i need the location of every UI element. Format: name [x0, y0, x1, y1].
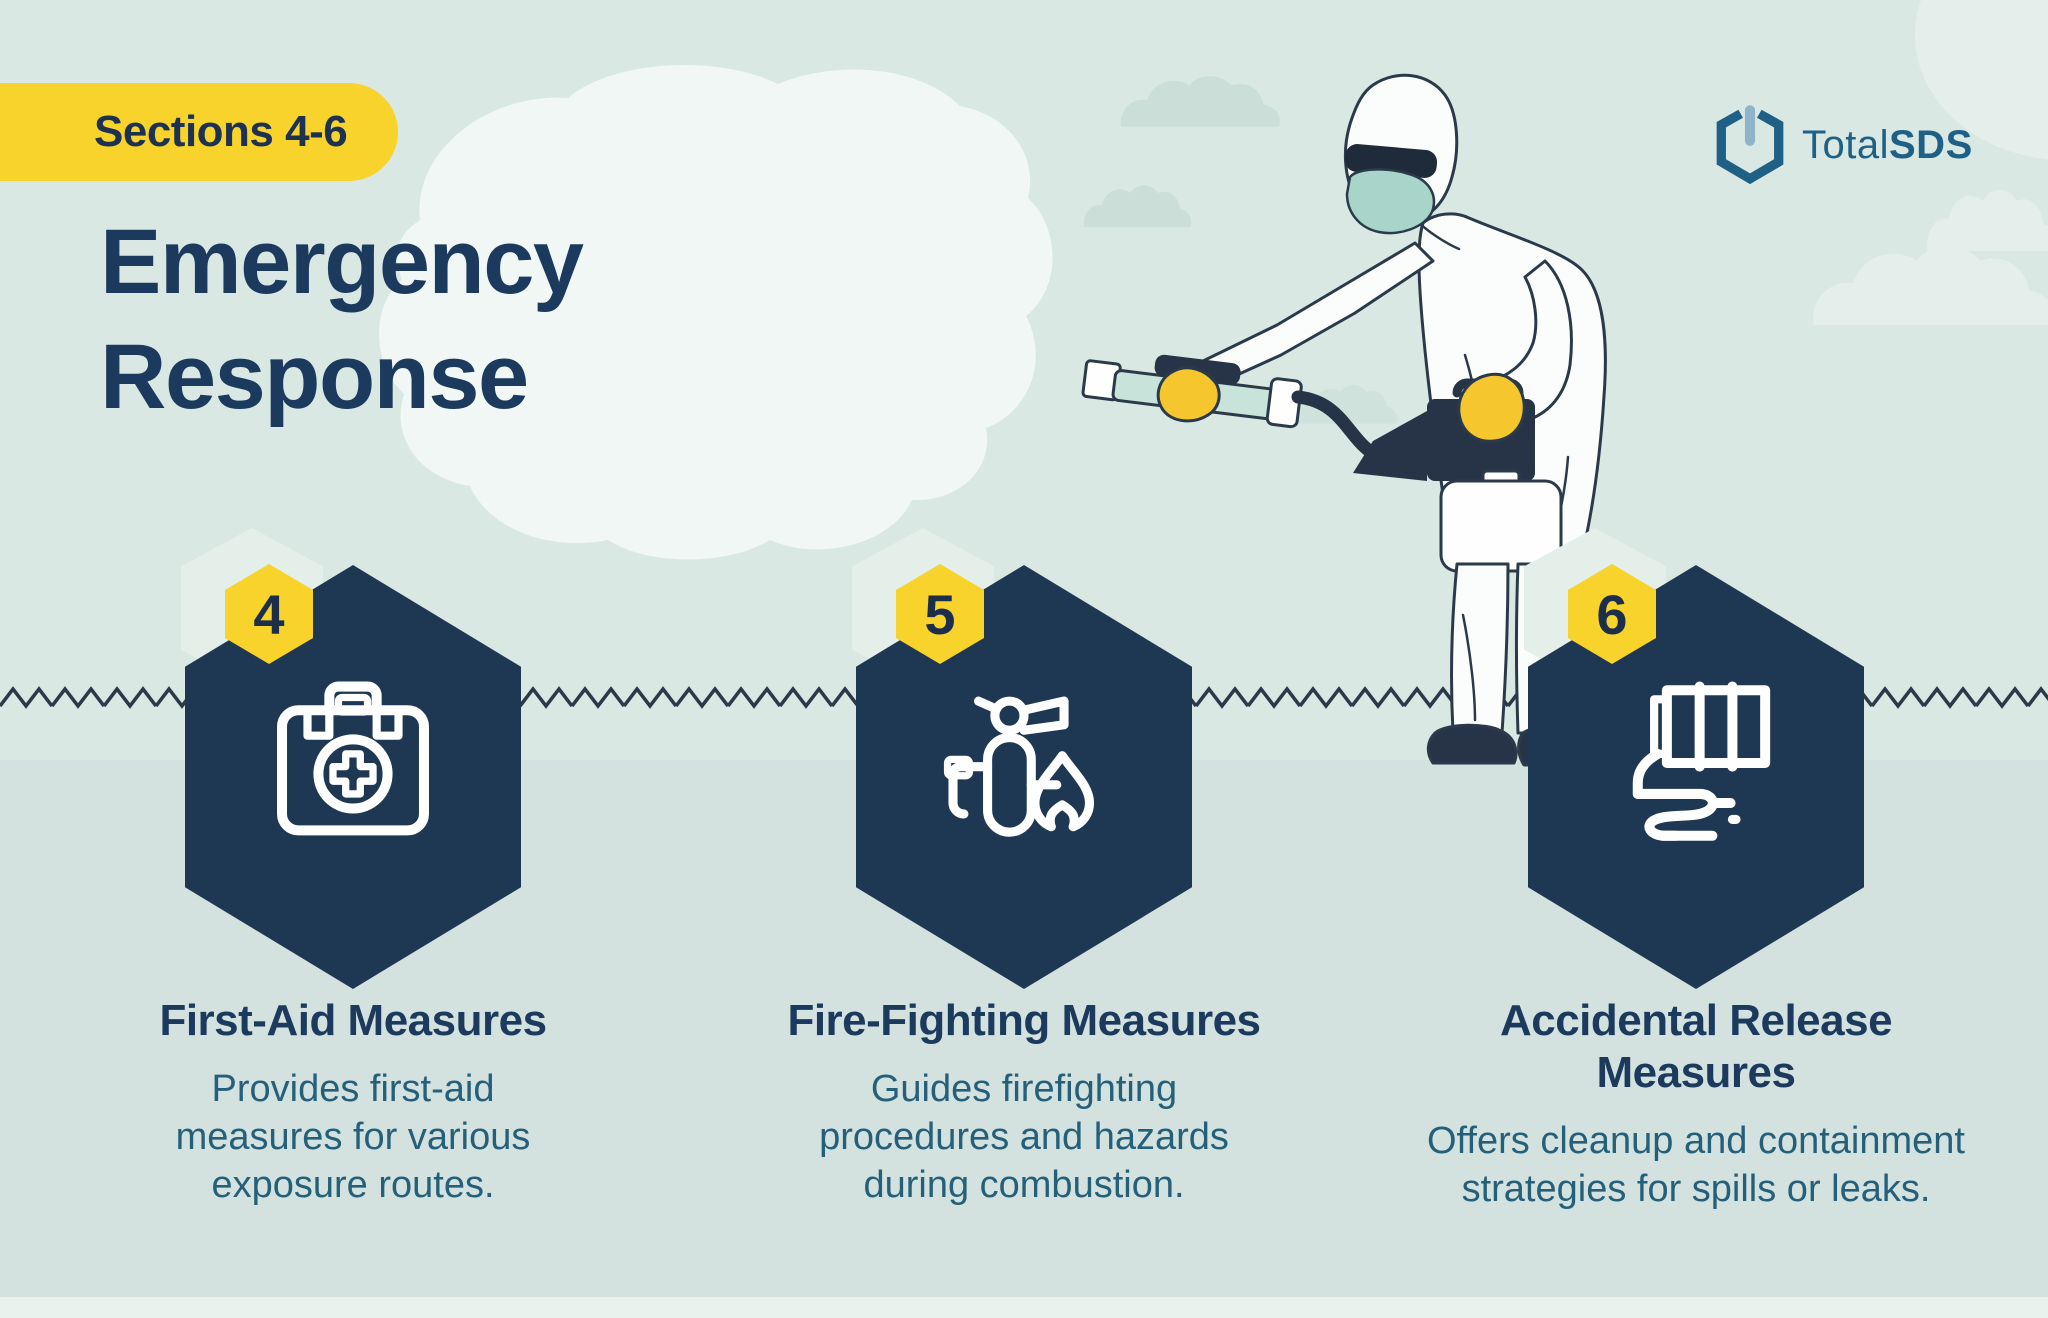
worker-right-glove [1457, 372, 1526, 443]
worker-left-shoe [1426, 723, 1518, 765]
logo-name: Total [1802, 122, 1889, 167]
section-text-accidental-release: Accidental Release Measures Offers clean… [1386, 995, 2006, 1213]
worker-left-arm [1201, 241, 1435, 387]
worker-left-glove [1156, 366, 1221, 423]
section-title: Fire-Fighting Measures [787, 996, 1261, 1045]
barrel-spill-icon [1632, 681, 1771, 841]
logo-suffix: SDS [1889, 122, 1973, 167]
section-title: Accidental Release Measures [1499, 996, 1893, 1097]
sections-badge-label: Sections 4-6 [94, 107, 348, 156]
footer-strip [0, 1297, 2048, 1318]
totalsds-logo-text: TotalSDS [1802, 123, 1973, 168]
light-cloud-icon [1927, 190, 2048, 251]
section-text-fire-fighting: Fire-Fighting Measures Guides firefighti… [714, 995, 1334, 1209]
worker-mask [1345, 168, 1436, 235]
section-text-first-aid: First-Aid Measures Provides first-aid me… [43, 995, 663, 1209]
section-description: Provides first-aid measures for various … [175, 1068, 531, 1206]
totalsds-hexagon-icon [1716, 105, 1784, 185]
worker-head [1343, 73, 1461, 251]
section-description: Offers cleanup and containment strategie… [1427, 1120, 1965, 1210]
sprayer-cone [1353, 411, 1427, 481]
sections-badge: Sections 4-6 [0, 83, 398, 181]
section-number: 6 [1596, 582, 1628, 646]
section-number: 4 [253, 582, 285, 646]
section-title: First-Aid Measures [159, 996, 547, 1045]
worker-left-leg [1450, 562, 1510, 735]
totalsds-logo: TotalSDS [1712, 103, 1973, 187]
section-description: Guides firefighting procedures and hazar… [819, 1068, 1229, 1206]
first-aid-kit-icon [277, 681, 429, 836]
page-title: Emergency Response [100, 211, 584, 428]
fire-extinguisher-icon [943, 696, 1095, 837]
spray-mist-cloud [378, 64, 1053, 560]
section-number: 5 [924, 582, 956, 646]
